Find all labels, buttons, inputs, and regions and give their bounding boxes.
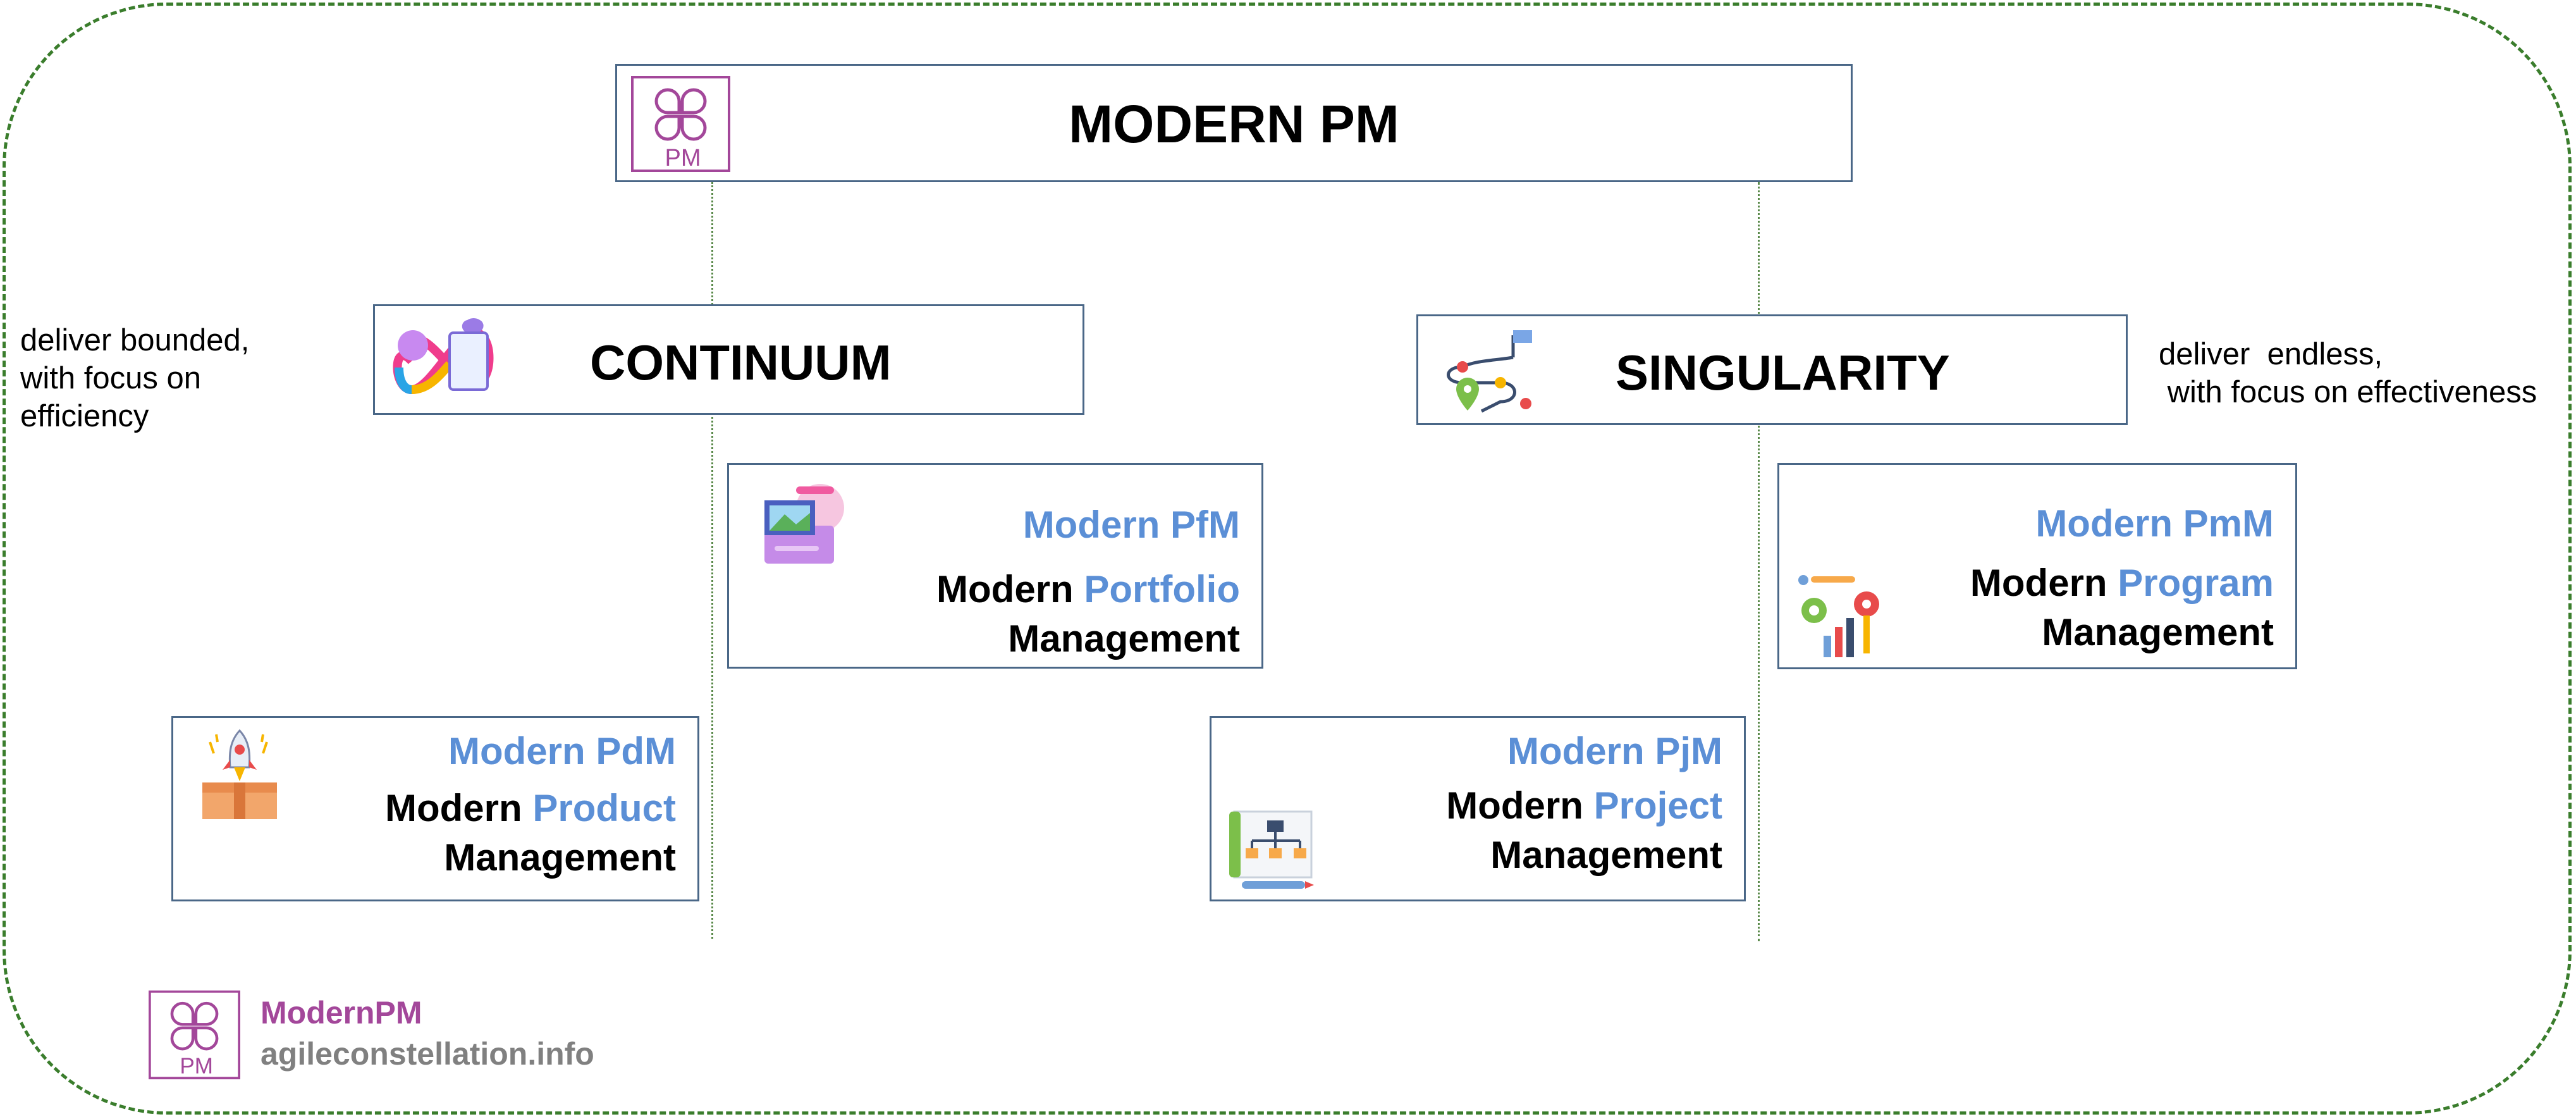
outer-frame bbox=[3, 3, 2572, 1115]
pmm-name-highlight: Program bbox=[2118, 562, 2274, 604]
singularity-title: SINGULARITY bbox=[1616, 345, 1950, 400]
pjm-card: Modern PjM Modern Project Management bbox=[1210, 716, 1746, 901]
pfm-name-prefix: Modern bbox=[936, 568, 1084, 610]
pjm-name-suffix: Management bbox=[1490, 834, 1722, 876]
pjm-code: Modern PjM bbox=[1507, 730, 1722, 772]
continuum-note: deliver bounded, with focus on efficienc… bbox=[20, 323, 250, 433]
singularity-connector bbox=[1758, 182, 1760, 941]
program-key-icon bbox=[1798, 575, 1879, 657]
project-blueprint-icon bbox=[1229, 810, 1314, 889]
pfm-card: Modern PfM Modern Portfolio Management bbox=[727, 463, 1263, 669]
pdm-name-prefix: Modern bbox=[385, 787, 533, 829]
route-map-icon bbox=[1447, 330, 1532, 413]
infinity-workflow-icon bbox=[393, 318, 494, 395]
pdm-code: Modern PdM bbox=[448, 730, 676, 772]
pfm-name: Modern Portfolio Management bbox=[936, 565, 1240, 664]
singularity-box: SINGULARITY bbox=[1416, 314, 2128, 425]
singularity-note: deliver endless, with focus on effective… bbox=[2159, 337, 2537, 409]
pjm-name-highlight: Project bbox=[1593, 784, 1722, 827]
continuum-box: CONTINUUM bbox=[373, 304, 1084, 415]
footer-logo-text: PM bbox=[180, 1054, 213, 1079]
pjm-name-prefix: Modern bbox=[1446, 784, 1594, 827]
pfm-name-suffix: Management bbox=[1008, 617, 1240, 660]
footer-site-link[interactable]: agileconstellation.info bbox=[261, 1036, 594, 1072]
modernpm-logo-icon: PM bbox=[631, 76, 730, 172]
pmm-card: Modern PmM Modern Program Management bbox=[1777, 463, 2297, 669]
continuum-title: CONTINUUM bbox=[590, 335, 892, 390]
pdm-name-suffix: Management bbox=[444, 836, 676, 879]
portfolio-icon bbox=[764, 484, 844, 564]
modern-pm-box: PM MODERN PM bbox=[615, 64, 1853, 182]
logo-text: PM bbox=[665, 145, 701, 171]
pmm-name: Modern Program Management bbox=[1970, 559, 2274, 657]
pdm-name-highlight: Product bbox=[532, 787, 676, 829]
continuum-connector bbox=[711, 182, 713, 939]
pmm-name-suffix: Management bbox=[2042, 611, 2274, 653]
footer-brand: ModernPM bbox=[261, 995, 422, 1030]
footer-logo-icon: PM bbox=[149, 990, 240, 1080]
pfm-code: Modern PfM bbox=[1022, 504, 1240, 546]
product-rocket-icon bbox=[202, 729, 277, 819]
modern-pm-title: MODERN PM bbox=[1069, 94, 1399, 154]
pfm-name-highlight: Portfolio bbox=[1084, 568, 1240, 610]
pdm-name: Modern Product Management bbox=[385, 784, 676, 882]
pjm-name: Modern Project Management bbox=[1446, 781, 1722, 880]
pmm-code: Modern PmM bbox=[2035, 502, 2274, 545]
pdm-card: Modern PdM Modern Product Management bbox=[171, 716, 699, 901]
pmm-name-prefix: Modern bbox=[1970, 562, 2118, 604]
